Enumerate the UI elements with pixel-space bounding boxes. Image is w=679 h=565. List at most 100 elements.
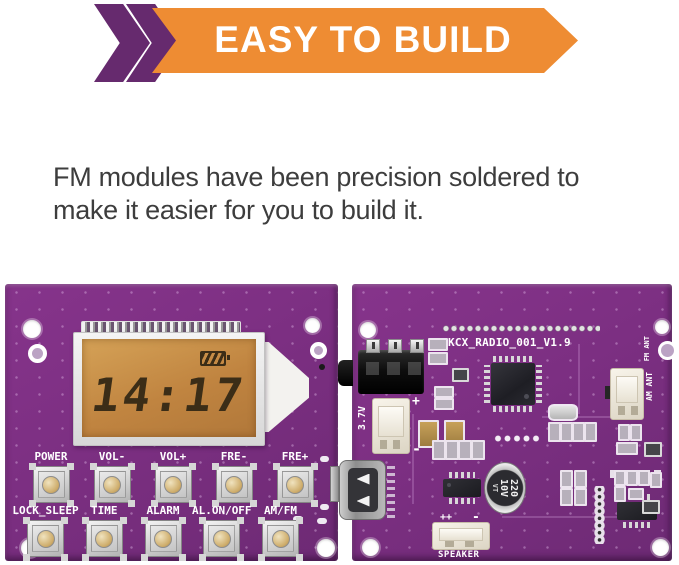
smd-transistor bbox=[452, 368, 469, 382]
description-line: FM modules have been precision soldered … bbox=[53, 162, 580, 192]
smd-component bbox=[618, 424, 630, 441]
tactile-button bbox=[258, 517, 299, 557]
ic-pins bbox=[623, 522, 651, 528]
tactile-button bbox=[199, 517, 241, 557]
pcb-trace bbox=[578, 344, 580, 414]
button-row-2: LOCK_SLEEP TIME ALARM AL.ON/OFF AM/FM bbox=[12, 504, 309, 557]
mounting-hole bbox=[652, 539, 669, 556]
smd-component bbox=[574, 488, 587, 506]
ic-body bbox=[491, 363, 535, 405]
lcd-screen: 14:17 bbox=[82, 339, 256, 437]
tactile-button bbox=[89, 463, 131, 503]
mounting-hole bbox=[655, 320, 669, 334]
tactile-button bbox=[28, 463, 70, 503]
jack-pin bbox=[410, 339, 424, 353]
ic-pins bbox=[493, 406, 533, 412]
via bbox=[319, 364, 325, 370]
edge-connector bbox=[330, 466, 339, 502]
smd-component bbox=[434, 386, 454, 398]
ic-pins bbox=[484, 365, 490, 403]
button-cap bbox=[42, 475, 60, 494]
button-cap bbox=[103, 475, 121, 494]
mounting-hole bbox=[305, 318, 320, 333]
electrolytic-capacitor: 220 10V VT bbox=[484, 462, 526, 514]
smd-resistor bbox=[458, 440, 472, 460]
solder-pad bbox=[320, 456, 329, 462]
pcb-trace bbox=[502, 516, 622, 518]
lcd-pin-header bbox=[81, 321, 241, 335]
solder-pad bbox=[320, 504, 329, 510]
button-fre-up: FRE+ bbox=[266, 450, 324, 503]
usb-c-solder-pads bbox=[387, 464, 395, 518]
description-line: make it easier for you to build it. bbox=[53, 195, 424, 225]
banner-title: EASY TO BUILD bbox=[214, 18, 512, 60]
lcd-protective-film-tab bbox=[262, 342, 309, 432]
smd-component bbox=[650, 472, 662, 488]
button-alarm: ALARM bbox=[135, 504, 192, 557]
speaker-connector bbox=[432, 522, 490, 550]
solder-pad bbox=[293, 516, 303, 522]
connector-latch bbox=[605, 386, 610, 399]
fm-antenna-pad bbox=[658, 341, 677, 360]
smd-resistor bbox=[432, 440, 446, 460]
tactile-button bbox=[150, 463, 192, 503]
button-cap bbox=[225, 475, 243, 494]
smd-resistor bbox=[471, 440, 485, 460]
fm-antenna-label: FM ANT bbox=[643, 336, 651, 362]
tactile-button bbox=[140, 517, 182, 557]
button-am-fm: AM/FM bbox=[252, 504, 309, 557]
front-pcb-photo: 14:17 POWER VOL- VOL+ FRE- bbox=[5, 284, 339, 561]
battery-connector bbox=[372, 398, 410, 454]
usb-c-contact bbox=[356, 495, 370, 507]
smd-resistor bbox=[584, 422, 597, 442]
button-vol-down: VOL- bbox=[83, 450, 141, 503]
smd-transistor bbox=[642, 500, 660, 514]
usb-c-port bbox=[339, 460, 386, 520]
mounting-hole bbox=[28, 344, 47, 363]
smd-component bbox=[560, 488, 573, 506]
smd-component bbox=[614, 470, 626, 486]
polarity-plus-mark: + bbox=[412, 394, 420, 409]
button-cap bbox=[164, 475, 182, 494]
battery-icon bbox=[200, 351, 230, 366]
capacitor-marking: 220 10V VT bbox=[491, 478, 520, 498]
smd-component bbox=[574, 470, 587, 488]
smd-component bbox=[614, 486, 626, 502]
smd-component bbox=[560, 470, 573, 488]
am-antenna-connector bbox=[610, 368, 644, 420]
button-cap bbox=[95, 529, 114, 548]
smd-component bbox=[638, 470, 650, 486]
mounting-hole bbox=[360, 322, 376, 338]
smd-transistor bbox=[644, 442, 662, 457]
pin-header-row bbox=[442, 324, 600, 333]
amplifier-ic-chip bbox=[440, 472, 484, 504]
ic-pins bbox=[449, 498, 475, 504]
battery-connector-label: 3.7V bbox=[357, 406, 368, 431]
pcb-trace bbox=[412, 414, 414, 504]
mounting-hole bbox=[310, 342, 327, 359]
button-power: POWER bbox=[22, 450, 80, 503]
lcd-display: 14:17 bbox=[73, 332, 265, 446]
mounting-hole bbox=[23, 320, 41, 338]
button-row-1: POWER VOL- VOL+ FRE- FRE+ bbox=[22, 450, 324, 503]
via-row bbox=[494, 434, 542, 443]
board-model-silkscreen: KCX_RADIO_001_V1.9 bbox=[448, 336, 571, 349]
speaker-plus-mark: ++ bbox=[440, 512, 453, 523]
smd-component bbox=[628, 488, 644, 500]
headphone-jack bbox=[358, 350, 424, 394]
ic-pins bbox=[493, 356, 533, 362]
crystal-oscillator bbox=[548, 404, 578, 421]
am-antenna-label: AM ANT bbox=[645, 372, 654, 401]
jack-pin bbox=[366, 339, 380, 353]
smd-component bbox=[434, 398, 454, 410]
smd-component bbox=[630, 424, 642, 441]
button-time: TIME bbox=[76, 504, 133, 557]
smd-resistor bbox=[445, 440, 459, 460]
tactile-button bbox=[272, 463, 314, 503]
usb-c-opening bbox=[348, 468, 378, 512]
button-cap bbox=[286, 475, 304, 494]
tactile-button bbox=[211, 463, 253, 503]
smd-component bbox=[626, 470, 638, 486]
ic-pins bbox=[536, 365, 542, 403]
button-vol-up: VOL+ bbox=[144, 450, 202, 503]
